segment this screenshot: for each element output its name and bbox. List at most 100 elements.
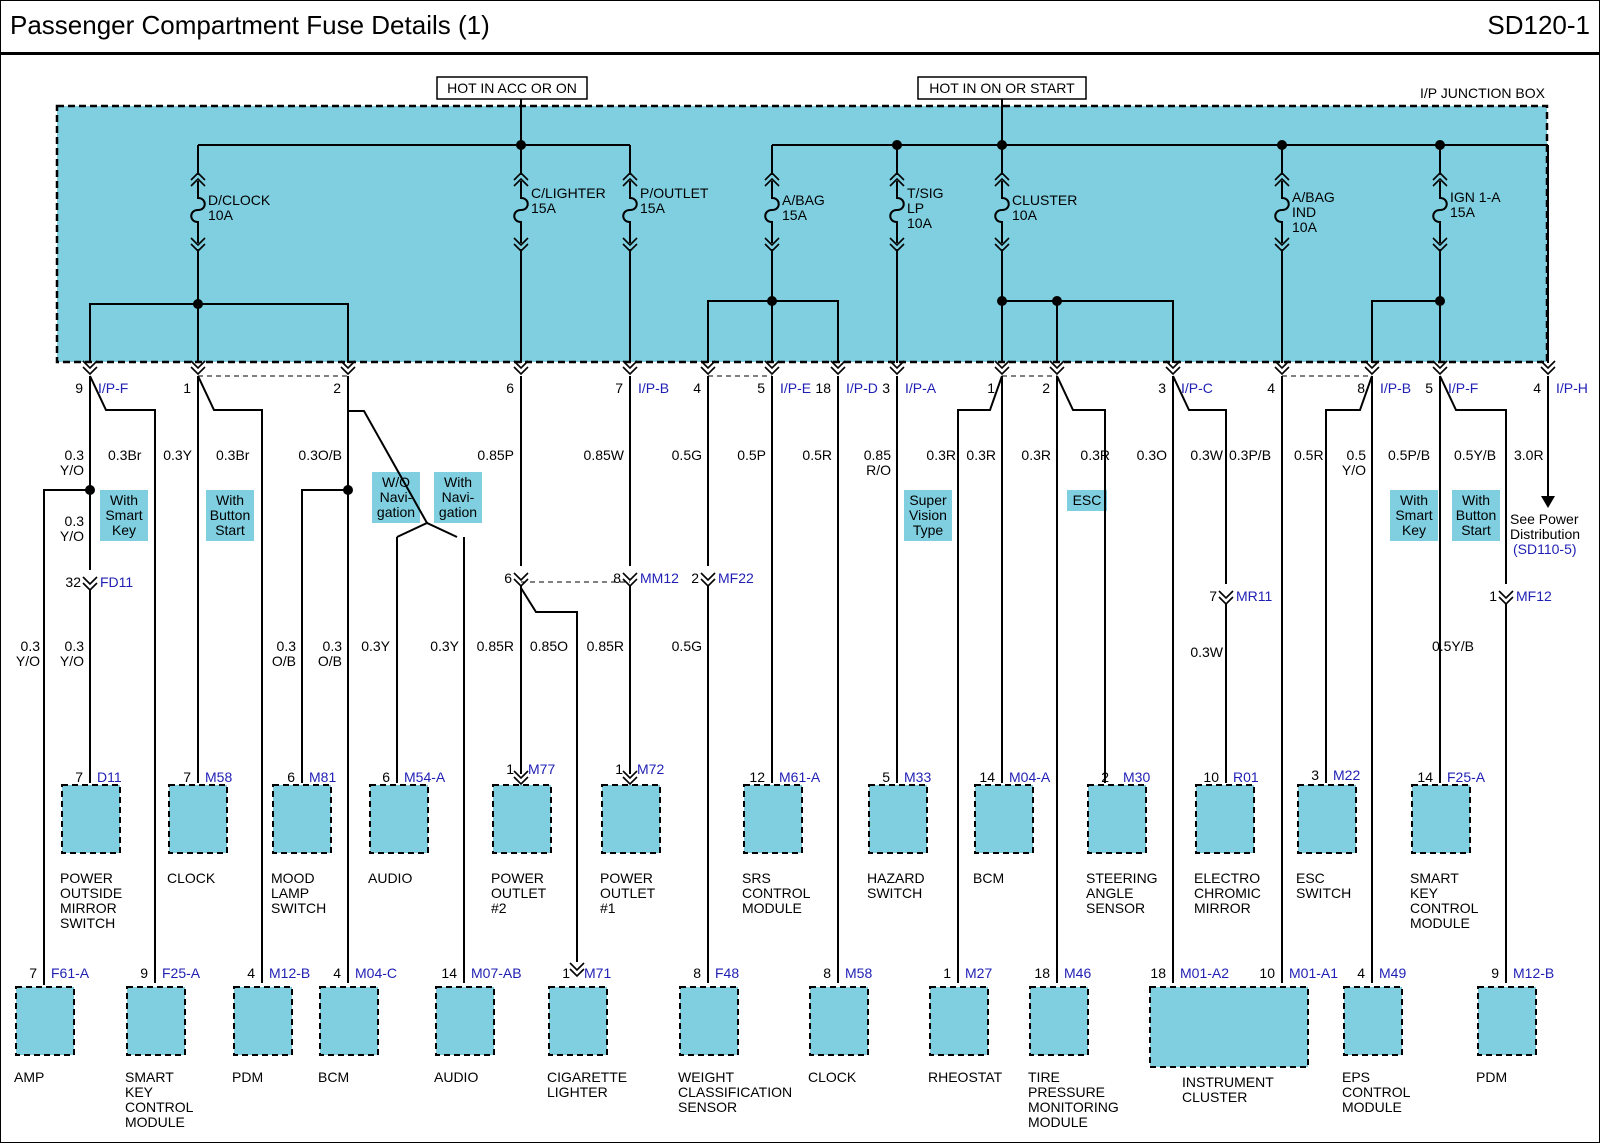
component-name: POWER xyxy=(60,870,113,886)
component-name: SENSOR xyxy=(678,1099,737,1115)
option-tag-text: ESC xyxy=(1073,492,1102,508)
component-pin: 14 xyxy=(1417,769,1433,785)
fuse-icon xyxy=(994,181,1010,243)
wire-label: 0.5Y/B xyxy=(1432,638,1474,654)
component-name: MOOD xyxy=(271,870,315,886)
fuse-label: P/OUTLET xyxy=(640,185,709,201)
junction-box-label: I/P JUNCTION BOX xyxy=(1420,85,1546,101)
pin-number: 7 xyxy=(615,380,623,396)
wire-label: 0.5R xyxy=(802,447,832,463)
component-name: SWITCH xyxy=(60,915,115,931)
inline-connector-pin: 1 xyxy=(1489,588,1497,604)
fuse-icon xyxy=(190,181,206,243)
inline-connector-icon xyxy=(513,572,529,588)
component-box xyxy=(679,986,739,1056)
fuse-label: T/SIG xyxy=(907,185,944,201)
fuse-label: LP xyxy=(907,200,924,216)
fuse-terminal-icon xyxy=(190,171,206,187)
pin-connector-icon xyxy=(1432,360,1448,376)
option-tag-text: gation xyxy=(439,504,477,520)
component-name: WEIGHT xyxy=(678,1069,734,1085)
fuse-label: IND xyxy=(1292,204,1316,220)
component-name: AUDIO xyxy=(368,870,412,886)
component-name: INSTRUMENT xyxy=(1182,1074,1274,1090)
pin-number: 1 xyxy=(987,380,995,396)
wire-segment xyxy=(1172,375,1227,584)
component-box xyxy=(548,986,608,1056)
page-title: Passenger Compartment Fuse Details (1) xyxy=(10,10,490,40)
component-box xyxy=(272,784,332,854)
component-name: BCM xyxy=(318,1069,349,1085)
wire-segment xyxy=(520,587,578,962)
wire-label: Y/O xyxy=(60,653,84,669)
fuse-icon xyxy=(889,181,905,243)
wire-label: 0.3 xyxy=(323,638,343,654)
pin-number: 9 xyxy=(75,380,83,396)
fuse-icon xyxy=(764,181,780,243)
component-pin: 14 xyxy=(441,965,457,981)
option-tag xyxy=(1390,490,1438,541)
fuse-terminal-icon xyxy=(994,171,1010,187)
wire-label: 0.5P/B xyxy=(1388,447,1430,463)
see-power-text: Distribution xyxy=(1510,526,1580,542)
component-name: MODULE xyxy=(125,1114,185,1130)
component-name: SMART xyxy=(125,1069,174,1085)
component-name: CONTROL xyxy=(125,1099,194,1115)
component-connector: F61-A xyxy=(51,965,90,981)
component-box xyxy=(233,986,293,1056)
wire-label: 0.3Y xyxy=(163,447,192,463)
connector-id: I/P-D xyxy=(846,380,878,396)
component-name: SENSOR xyxy=(1086,900,1145,916)
pin-number: 5 xyxy=(757,380,765,396)
fuse-label: 10A xyxy=(1012,207,1038,223)
connector-id: I/P-B xyxy=(1380,380,1411,396)
connector-id: I/P-B xyxy=(638,380,669,396)
component-name: EPS xyxy=(1342,1069,1370,1085)
option-tag-text: Type xyxy=(913,522,944,538)
inline-connector-icon xyxy=(1498,590,1514,606)
inline-connector-id: MR11 xyxy=(1236,588,1273,604)
component-name: HAZARD xyxy=(867,870,925,886)
pin-number: 6 xyxy=(506,380,514,396)
pin-connector-icon xyxy=(340,360,356,376)
wire-segment xyxy=(1056,375,1106,783)
component-name: OUTLET xyxy=(491,885,547,901)
fuse-terminal-icon xyxy=(764,171,780,187)
fuse-icon xyxy=(622,181,638,243)
component-name: CONTROL xyxy=(1410,900,1479,916)
component-pin: 18 xyxy=(1150,965,1166,981)
pin-connector-icon xyxy=(190,360,206,376)
wire-label: 0.3 xyxy=(65,447,85,463)
component-pin: 9 xyxy=(1491,965,1499,981)
wire-label: 0.85O xyxy=(530,638,568,654)
splice-dot xyxy=(193,299,203,309)
component-name: SMART xyxy=(1410,870,1459,886)
component-name: KEY xyxy=(1410,885,1439,901)
wire-segment xyxy=(957,375,1003,983)
pin-number: 8 xyxy=(1357,380,1365,396)
wire-label: 0.5Y/B xyxy=(1454,447,1496,463)
component-name: MIRROR xyxy=(60,900,117,916)
component-name: MIRROR xyxy=(1194,900,1251,916)
wire-label: 0.3P/B xyxy=(1229,447,1271,463)
wire-label: 0.5G xyxy=(672,447,702,463)
component-box xyxy=(1477,986,1537,1056)
component-pin: 1 xyxy=(562,965,570,981)
option-split xyxy=(396,521,458,538)
fuse-terminal-icon xyxy=(513,171,529,187)
connector-icon xyxy=(513,770,529,786)
connector-id: I/P-F xyxy=(98,380,128,396)
component-box xyxy=(1087,784,1147,854)
option-tag-text: With xyxy=(1400,492,1428,508)
component-pin: 4 xyxy=(1357,965,1365,981)
component-connector: M58 xyxy=(205,769,232,785)
component-name: AMP xyxy=(14,1069,44,1085)
pin-number: 4 xyxy=(1267,380,1275,396)
component-box xyxy=(1343,986,1403,1056)
wire-label: 0.3W xyxy=(1190,644,1223,660)
component-box xyxy=(809,986,869,1056)
component-pin: 8 xyxy=(693,965,701,981)
component-pin: 18 xyxy=(1034,965,1050,981)
inline-connector-pin: 8 xyxy=(613,570,621,586)
